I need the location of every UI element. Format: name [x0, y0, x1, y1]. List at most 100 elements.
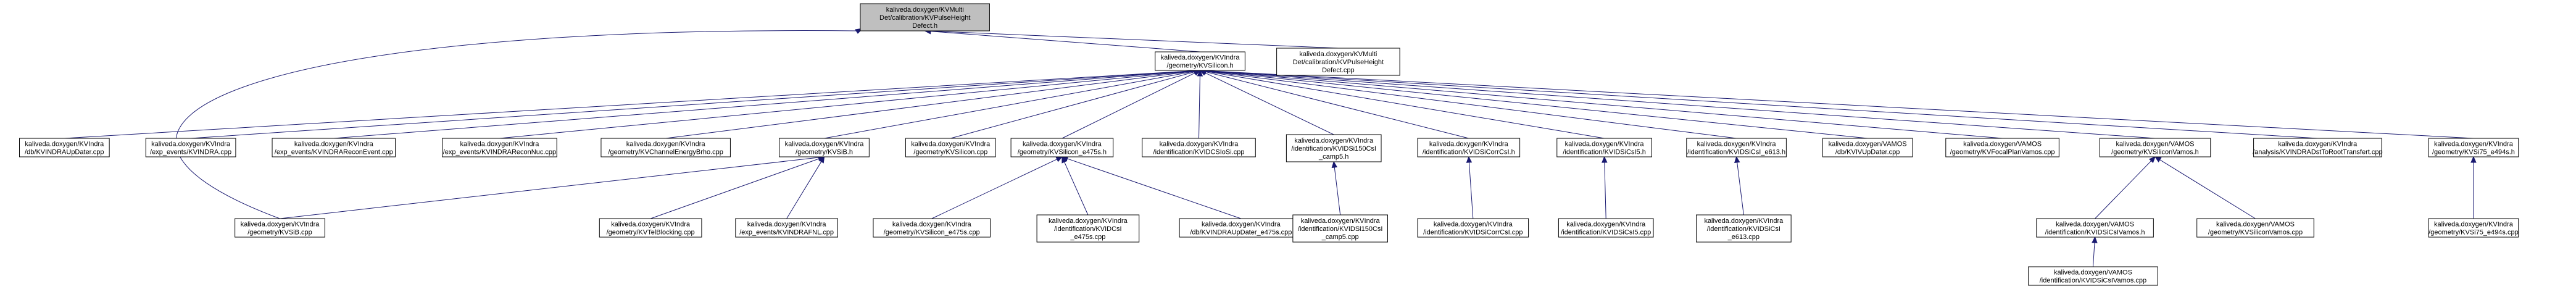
node-label-line: kaliveda.doxygen/KVIndra — [911, 141, 991, 148]
node-box — [1558, 218, 1654, 238]
edge-line — [930, 31, 1200, 52]
file-node[interactable]: kaliveda.doxygen/KVIndra/geometry/KVSili… — [1155, 51, 1245, 71]
node-label-line: /identification/KVIDSi150CsI — [1298, 225, 1383, 233]
edge-line — [64, 70, 1195, 139]
edge-arrowhead — [2092, 236, 2098, 243]
file-node[interactable]: kaliveda.doxygen/KVIndra/geometry/KVTelB… — [599, 218, 702, 238]
edge-line — [930, 30, 1339, 49]
edge-arrowhead — [1734, 156, 1740, 164]
node-label-line: kaliveda.doxygen/KVIndra — [1049, 217, 1128, 225]
file-node[interactable]: kaliveda.doxygen/KVMultiDet/calibration/… — [1276, 48, 1400, 76]
file-node[interactable]: kaliveda.doxygen/VAMOS/geometry/KVFocalP… — [1945, 138, 2059, 157]
node-box — [2428, 218, 2519, 238]
edge-line — [1468, 162, 1474, 219]
edge — [1466, 156, 1474, 219]
node-box — [1292, 214, 1388, 243]
file-node[interactable]: kaliveda.doxygen/VAMOS/identification/KV… — [2036, 218, 2154, 238]
node-box — [1010, 138, 1114, 157]
edge — [2092, 236, 2098, 267]
edge-line — [280, 157, 819, 219]
edge — [2095, 156, 2156, 219]
node-label-line: kaliveda.doxygen/KVIndra — [2434, 141, 2514, 148]
file-node[interactable]: kaliveda.doxygen/VAMOS/geometry/KVSilico… — [2099, 138, 2211, 157]
file-node[interactable]: kaliveda.doxygen/KVIndra/geometry/KVSili… — [905, 138, 996, 157]
node-label-line: kaliveda.doxygen/KVIndra — [1301, 217, 1381, 225]
file-node[interactable]: kaliveda.doxygen/KVIndra/identification/… — [1417, 218, 1529, 238]
node-label-line: /identification/KVIDCsI — [1054, 225, 1121, 233]
node-label-line: /db/KVIVUpDater.cpp — [1835, 149, 1900, 156]
edge-line — [1205, 70, 2474, 139]
node-label-line: kaliveda.doxygen/KVMulti — [886, 6, 964, 14]
file-node[interactable]: kaliveda.doxygen/VAMOS/identification/KV… — [2028, 266, 2158, 286]
file-node[interactable]: kaliveda.doxygen/KVIndra/exp_events/KVIN… — [145, 138, 236, 157]
node-box — [1686, 138, 1787, 157]
edge-line — [786, 161, 822, 219]
edge — [2154, 156, 2256, 219]
edge-line — [1062, 72, 1195, 139]
node-box — [2099, 138, 2211, 157]
file-node[interactable]: kaliveda.doxygen/KVIndra/geometry/KVChan… — [600, 138, 731, 157]
file-node[interactable]: kaliveda.doxygen/KVIndra/identification/… — [1292, 214, 1388, 243]
node-box — [235, 218, 325, 238]
node-box — [2036, 218, 2154, 238]
file-node[interactable]: kaliveda.doxygen/KVIndra/identification/… — [1036, 214, 1140, 243]
node-label-line: kaliveda.doxygen/KVIndra — [1294, 137, 1374, 144]
file-node[interactable]: kaliveda.doxygen/KVIndra/identification/… — [1417, 138, 1521, 157]
edge-line — [175, 30, 859, 219]
file-node[interactable]: kaliveda.doxygen/KVIndra/identification/… — [1286, 134, 1382, 162]
file-node[interactable]: kaliveda.doxygen/KVIndra/identification/… — [1556, 138, 1652, 157]
edge — [824, 68, 1201, 139]
file-node[interactable]: kaliveda.doxygen/KVIndra/geometry/KVSili… — [1010, 138, 1114, 157]
edge-line — [1205, 70, 1737, 139]
node-label-line: /geometry/KVSiB.h — [796, 149, 853, 156]
edge-line — [1205, 70, 2003, 139]
edge-line — [1205, 70, 2318, 139]
file-node[interactable]: kaliveda.doxygen/KVIndra/identification/… — [1142, 138, 1256, 157]
node-label-line: /identification/KVIDSiCorrCsI.cpp — [1423, 229, 1523, 237]
edge-line — [950, 71, 1195, 139]
node-label-line: kaliveda.doxygen/KVMulti — [1299, 51, 1377, 58]
node-label-line: /geometry/KVChannelEnergyBrho.cpp — [608, 149, 723, 156]
edge-arrowhead — [1197, 69, 1203, 77]
file-node[interactable]: kaliveda.doxygen/KVIndra/geometry/KVSili… — [873, 218, 991, 238]
file-node[interactable]: kaliveda.doxygen/KVIndra/db/KVINDRAUpDat… — [1179, 218, 1303, 238]
file-node[interactable]: kaliveda.doxygen/KVIndra/exp_events/KVIN… — [272, 138, 396, 157]
node-box — [779, 138, 870, 157]
file-node[interactable]: kaliveda.doxygen/KVIndra/identification/… — [1558, 218, 1654, 238]
node-label-line: /identification/KVIDSiCsI5.h — [1563, 149, 1646, 156]
node-label-line: kaliveda.doxygen/KVIndra — [151, 141, 231, 148]
node-label-line: /geometry/KVSi75_e494s.cpp — [2429, 229, 2519, 237]
file-node[interactable]: kaliveda.doxygen/VAMOS/db/KVIVUpDater.cp… — [1822, 138, 1913, 157]
node-label-line: /exp_events/KVINDRA.cpp — [150, 149, 231, 156]
file-node[interactable]: kaliveda.doxygen/KVIndra/geometry/KVSiB.… — [779, 138, 870, 157]
file-node[interactable]: kaliveda.doxygen/KVIndra/exp_events/KVIN… — [735, 218, 838, 238]
file-node[interactable]: kaliveda.doxygen/KVIndra/analysis/KVINDR… — [2253, 138, 2383, 157]
node-label-line: Det/calibration/KVPulseHeight — [879, 14, 970, 22]
file-node[interactable]: kaliveda.doxygen/KVIndra/geometry/KVSi75… — [2428, 218, 2519, 238]
file-node[interactable]: kaliveda.doxygen/KVIndra/exp_events/KVIN… — [442, 138, 557, 157]
node-label-line: /geometry/KVSilicon_e475s.cpp — [884, 229, 980, 237]
file-node[interactable]: kaliveda.doxygen/KVIndra/geometry/KVSi75… — [2428, 138, 2519, 157]
node-box — [1556, 138, 1652, 157]
edge-line — [1737, 162, 1744, 216]
file-node[interactable]: kaliveda.doxygen/VAMOS/geometry/KVSilico… — [2196, 218, 2314, 238]
node-label-line: /geometry/KVSiliconVamos.cpp — [2208, 229, 2303, 237]
edge — [650, 156, 825, 219]
file-node[interactable]: kaliveda.doxygen/KVIndra/identification/… — [1696, 214, 1792, 243]
edge-line — [191, 70, 1195, 139]
node-label-line: /geometry/KVSilicon_e475s.h — [1018, 149, 1107, 156]
node-label-line: kaliveda.doxygen/KVIndra — [1697, 141, 1777, 148]
node-label-line: /identification/KVIDSiCsI — [1707, 225, 1780, 233]
file-node[interactable]: kaliveda.doxygen/KVIndra/geometry/KVSiB.… — [235, 218, 325, 238]
edge-arrowhead — [1602, 156, 1608, 163]
node-label-line: kaliveda.doxygen/VAMOS — [2116, 141, 2194, 148]
node-label-line: /geometry/KVSi75_e494s.h — [2432, 149, 2515, 156]
file-node[interactable]: kaliveda.doxygen/KVIndra/db/KVINDRAUpDat… — [19, 138, 110, 157]
file-node[interactable]: kaliveda.doxygen/KVIndra/identification/… — [1686, 138, 1787, 157]
node-label-line: _camp5.h — [1318, 153, 1348, 161]
edge — [64, 67, 1201, 139]
edge-line — [2095, 161, 2152, 219]
node-label-line: kaliveda.doxygen/VAMOS — [1829, 141, 1907, 148]
edge-arrowhead — [1055, 156, 1063, 162]
